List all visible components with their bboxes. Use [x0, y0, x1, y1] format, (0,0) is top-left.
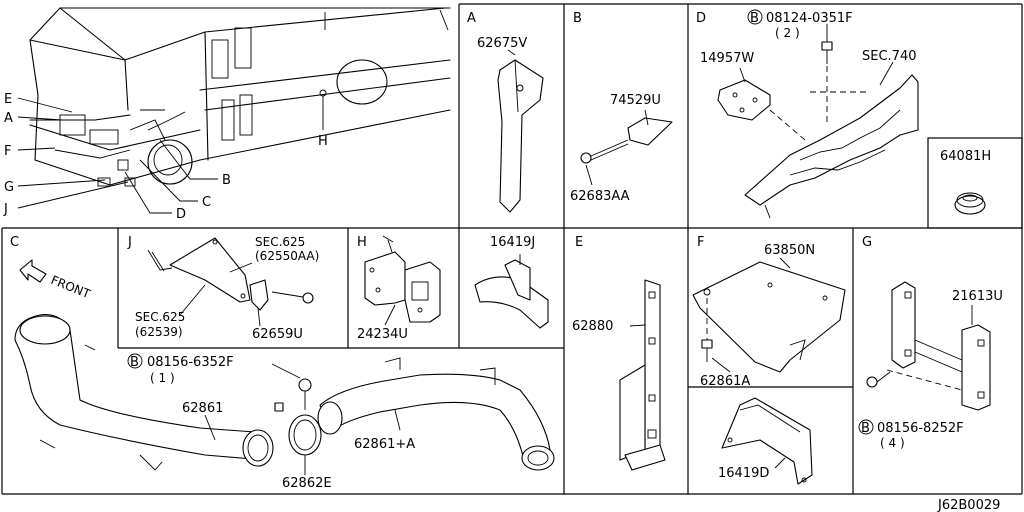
bolt-08156-6352f-drawing — [298, 378, 312, 410]
bolt-qty-d: ( 2 ) — [775, 26, 800, 40]
part-62683aa-drawing — [580, 139, 629, 186]
part-62861a-plus-label: 62861+A — [354, 437, 415, 452]
diagram-code: J62B0029 — [937, 498, 1000, 512]
part-63850n-drawing — [692, 257, 846, 373]
part-62880-label: 62880 — [572, 319, 613, 334]
part-62880-drawing — [619, 279, 666, 471]
bolt-symbol-g: B — [861, 421, 870, 436]
part-14957w-drawing — [717, 67, 771, 121]
part-24234u-label: 24234U — [357, 327, 408, 342]
bolt-qty-g: ( 4 ) — [880, 436, 905, 450]
callout-a: A — [4, 111, 13, 126]
callout-h: H — [318, 134, 328, 149]
bolt-08156-6352f-callout: B 08156-6352F ( 1 ) — [127, 353, 301, 385]
bolt-62861a-drawing — [701, 339, 731, 373]
bolt-symbol-d: B — [750, 11, 759, 26]
bolt-part-08124-0351f: 08124-0351F — [766, 11, 853, 26]
sec-625-b-part: (62539) — [135, 325, 183, 339]
panel-d-letter: D — [696, 11, 706, 26]
front-label: FRONT — [49, 273, 93, 302]
panel-a-letter: A — [467, 11, 476, 26]
sec-625-a-part: (62550AA) — [255, 249, 319, 263]
panel-c-letter: C — [10, 235, 19, 250]
sec-740-frame-drawing — [744, 61, 919, 219]
part-21613u-label: 21613U — [952, 289, 1003, 304]
part-21613u-drawing — [866, 281, 991, 411]
part-64081h-label: 64081H — [940, 149, 991, 164]
panel-b-letter: B — [573, 11, 582, 26]
callout-f: F — [4, 144, 11, 159]
panel-e-letter: E — [575, 235, 583, 250]
bolt-08156-8252f-callout: B 08156-8252F ( 4 ) — [858, 419, 964, 450]
bolt-part-08156-6352f: 08156-6352F — [147, 355, 234, 370]
front-arrow-icon — [19, 259, 47, 283]
panel-d-bolt-callout: B 08124-0351F ( 2 ) — [747, 9, 853, 40]
bolt-qty-c: ( 1 ) — [150, 371, 175, 385]
callout-c: C — [202, 195, 211, 210]
part-62862e-label: 62862E — [282, 476, 332, 491]
bolt-part-08156-8252f: 08156-8252F — [877, 421, 964, 436]
sec-625-b-label: SEC.625 — [135, 310, 185, 324]
part-62675v-label: 62675V — [477, 36, 527, 51]
part-62683aa-label: 62683AA — [570, 189, 630, 204]
callout-d: D — [176, 207, 186, 222]
bolt-symbol-c: B — [130, 355, 139, 370]
part-62861-drawing — [14, 314, 274, 471]
part-62861a-plus-drawing — [317, 357, 555, 471]
panel-j-drawing — [147, 237, 314, 327]
part-16419j-drawing — [474, 254, 549, 329]
callout-e: E — [4, 92, 12, 107]
part-62675v-drawing — [497, 49, 544, 213]
part-16419d-drawing — [721, 397, 813, 485]
panel-j-letter: J — [127, 235, 132, 250]
part-62861a-label: 62861A — [700, 374, 750, 389]
part-16419j-label: 16419J — [490, 235, 535, 250]
sec-625-a-label: SEC.625 — [255, 235, 305, 249]
bolt-08124-0351f-drawing — [821, 24, 833, 64]
panel-f-letter: F — [697, 235, 704, 250]
part-16419d-label: 16419D — [718, 466, 769, 481]
part-62861-label: 62861 — [182, 401, 223, 416]
part-63850n-label: 63850N — [764, 243, 815, 258]
part-74529u-label: 74529U — [610, 93, 661, 108]
panel-h-letter: H — [357, 235, 367, 250]
part-24234u-drawing — [364, 235, 441, 326]
part-62862e-drawing — [274, 402, 322, 475]
part-64081h-drawing — [954, 192, 986, 215]
panel-borders — [1, 3, 1023, 495]
callout-j: J — [3, 202, 8, 217]
part-74529u-drawing — [627, 109, 673, 146]
part-62659u-label: 62659U — [252, 327, 303, 342]
callout-b: B — [222, 173, 231, 188]
vehicle-overview — [17, 7, 451, 214]
panel-g-letter: G — [862, 235, 872, 250]
sec-740-label: SEC.740 — [862, 49, 917, 64]
callout-g: G — [4, 180, 14, 195]
part-14957w-label: 14957W — [700, 51, 754, 66]
